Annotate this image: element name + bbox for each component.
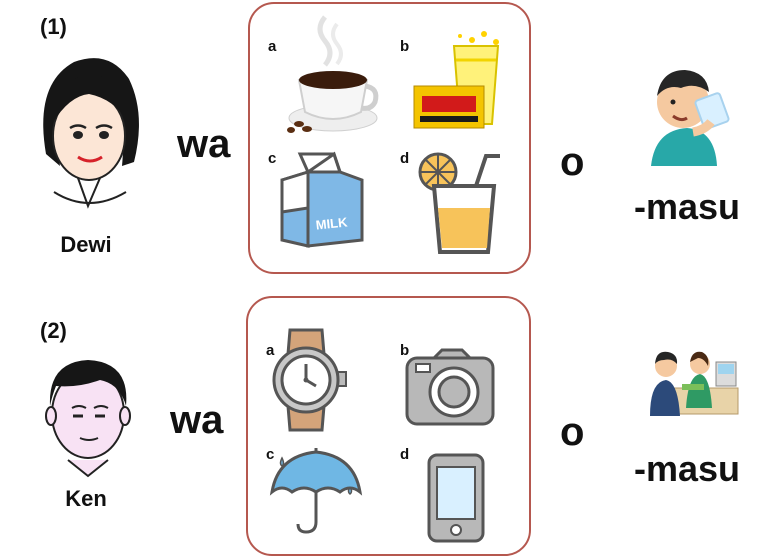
option-letter-2a: a [266,342,275,359]
person-name-dewi: Dewi [60,232,112,257]
coffee-cup-icon[interactable] [285,12,380,137]
shopping-checkout-icon [646,336,740,418]
camera-icon[interactable] [404,348,496,428]
option-letter-2d: d [400,446,410,463]
milk-carton-label: MILK [315,214,349,232]
milk-carton-icon[interactable]: MILK [278,150,373,250]
ken-avatar-icon [38,352,138,482]
person-name-ken: Ken [65,486,107,511]
smartphone-icon[interactable] [426,452,486,544]
row2-number: (2) [40,318,67,343]
option-letter-1a: a [268,38,277,55]
juice-glass-icon[interactable] [416,148,506,258]
boy-drinking-icon [645,58,735,168]
verb-suffix-1: -masu [634,186,741,227]
row1-number: (1) [40,14,67,39]
verb-suffix-2: -masu [634,448,741,489]
particle-o-2: o [560,410,585,454]
dewi-avatar-icon [34,44,144,214]
umbrella-icon[interactable] [266,444,366,536]
option-letter-1d: d [400,150,410,167]
particle-o-1: o [560,140,585,184]
option-letter-1b: b [400,38,410,55]
option-letter-2c: c [266,446,275,463]
particle-wa-1: wa [177,122,231,166]
option-letter-2b: b [400,342,410,359]
energy-drink-icon[interactable] [412,26,512,130]
particle-wa-2: wa [170,398,224,442]
option-letter-1c: c [268,150,277,167]
wristwatch-icon[interactable] [268,326,352,434]
